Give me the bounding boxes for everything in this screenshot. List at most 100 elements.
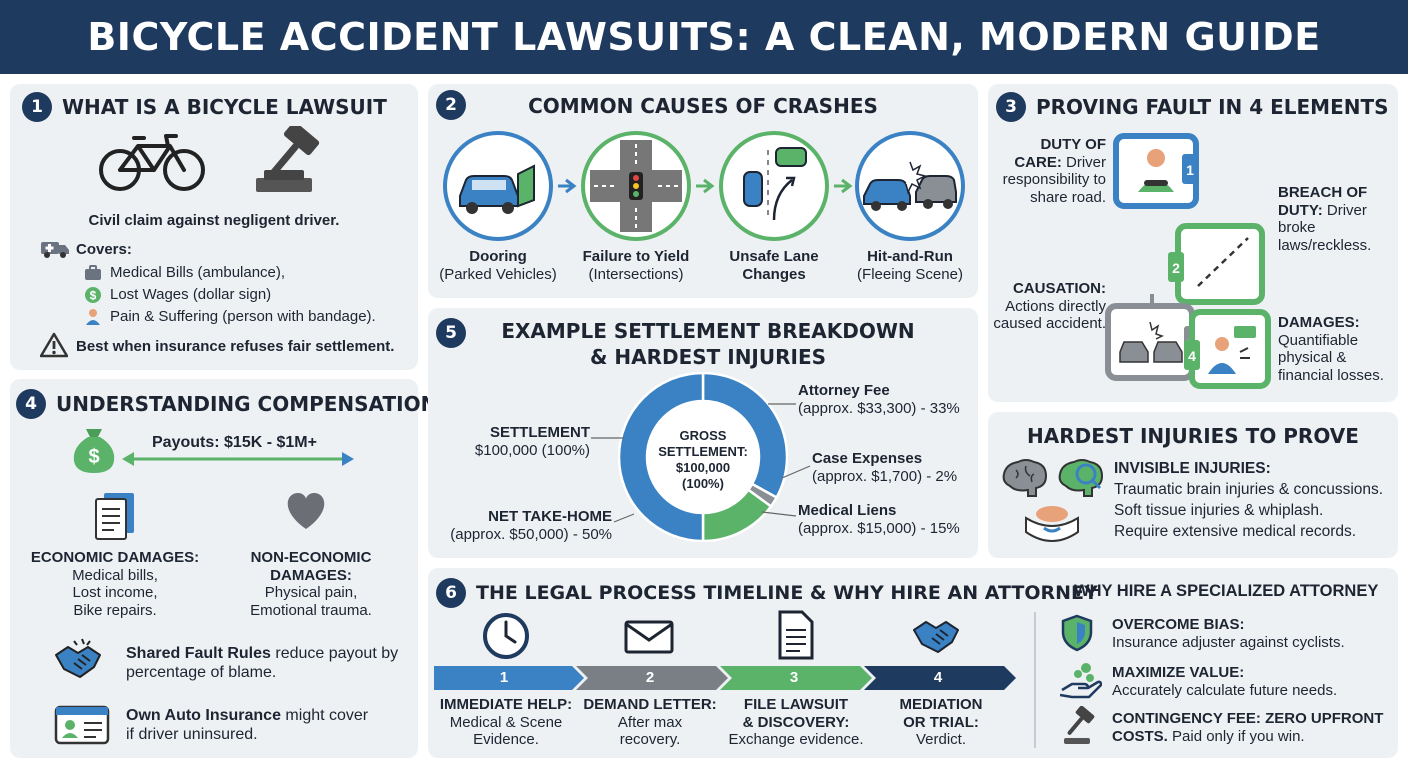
timeline-step-3: 3 — [789, 669, 799, 686]
payouts-range: Payouts: $15K - $1M+ — [152, 434, 317, 451]
page-title: BICYCLE ACCIDENT LAWSUITS: A CLEAN, MODE… — [87, 15, 1321, 59]
briefcase-icon — [84, 265, 102, 281]
why-body: Accurately calculate future needs. — [1112, 681, 1338, 699]
panel-5-header: 5 — [436, 318, 466, 348]
panel-hardest-injuries: HARDEST INJURIES TO PROVE INVISIBLE INJU… — [988, 412, 1398, 558]
noneconomic-head: NON-ECONOMIC — [250, 549, 372, 566]
economic-head: ECONOMIC DAMAGES: — [30, 549, 200, 566]
timeline-bar — [434, 666, 1016, 690]
element-body: Driver broke laws/reckless. — [1278, 201, 1372, 255]
panel-legal-process: 6 THE LEGAL PROCESS TIMELINE & WHY HIRE … — [428, 568, 1398, 758]
cause-sub: (Parked Vehicles) — [439, 265, 557, 283]
non-economic-damages: NON-ECONOMIC DAMAGES: Physical pain, Emo… — [216, 549, 406, 620]
warning-text: Best when insurance refuses fair settlem… — [76, 338, 395, 355]
label-head: SETTLEMENT — [490, 424, 590, 441]
step-body: Evidence. — [473, 731, 539, 749]
noneconomic-line: Physical pain, — [264, 584, 358, 602]
shared-fault-rest: reduce payout by percentage of blame. — [126, 645, 399, 681]
step-head: IMMEDIATE HELP: — [439, 696, 573, 713]
svg-text:$: $ — [90, 289, 97, 303]
hand-coins-icon — [1060, 660, 1102, 700]
brain-icon — [1000, 456, 1048, 498]
fault-chain-diagram: 1 2 3 — [1105, 133, 1265, 381]
car-door-icon — [443, 131, 553, 241]
label-head: NET TAKE-HOME — [488, 508, 612, 525]
element-body: Driver responsibility to share road. — [1002, 153, 1106, 207]
list-item: Medical Bills (ambulance), — [84, 262, 376, 284]
gavel-icon — [250, 126, 342, 198]
element-body: Quantifiable physical & financial losses… — [1278, 331, 1384, 385]
element-breach: BREACH OF DUTY: Driver broke laws/reckle… — [1278, 184, 1394, 255]
why-head: CONTINGENCY FEE: ZERO UPFRONT — [1112, 710, 1384, 727]
cause-name: Unsafe Lane — [729, 248, 819, 265]
cause-name: Hit-and-Run — [867, 248, 953, 265]
center-line: (100%) — [682, 476, 724, 491]
money-bag-icon: $ — [72, 423, 116, 475]
panel-3-title: PROVING FAULT IN 4 ELEMENTS — [1036, 95, 1389, 119]
why-hire-title: WHY HIRE A SPECIALIZED ATTORNEY — [1074, 582, 1379, 600]
cause-arrow — [556, 178, 578, 194]
panel-4-title: UNDERSTANDING COMPENSATION — [56, 392, 438, 416]
element-causation: CAUSATION: Actions directly caused accid… — [990, 280, 1106, 333]
cause-sub: (Fleeing Scene) — [857, 265, 963, 283]
shared-fault-text: Shared Fault Rules reduce payout by perc… — [126, 645, 406, 683]
step-head: MEDIATION — [899, 696, 983, 713]
step-body: After max — [617, 713, 683, 731]
noneconomic-head: DAMAGES: — [270, 566, 352, 584]
donut-hole — [648, 402, 758, 512]
label-settlement: SETTLEMENT $100,000 (100%) — [438, 424, 590, 459]
brain-scan-icon — [1056, 456, 1104, 498]
step-number: 4 — [16, 389, 46, 419]
svg-text:1: 1 — [1186, 162, 1194, 178]
list-item: $ Lost Wages (dollar sign) — [84, 284, 376, 306]
car-crash-icon — [855, 131, 965, 241]
step-number: 1 — [22, 92, 52, 122]
timeline-step-1: 1 — [499, 669, 509, 686]
timeline-step-4: 4 — [933, 669, 943, 686]
cause-lane — [718, 130, 830, 242]
panel-4-header: 4 UNDERSTANDING COMPENSATION — [16, 389, 437, 419]
step-body: Exchange evidence. — [728, 731, 864, 749]
step-body: Medical & Scene — [449, 713, 563, 731]
cause-hitrun-label: Hit-and-Run (Fleeing Scene) — [840, 248, 980, 283]
step-3-text: FILE LAWSUIT & DISCOVERY: Exchange evide… — [720, 696, 872, 749]
range-arrow — [122, 451, 354, 467]
donut-slice-net-take-home — [618, 372, 705, 542]
claim-text: Civil claim against negligent driver. — [88, 212, 340, 229]
element-body: Actions directly caused accident. — [993, 297, 1106, 333]
why-body: Paid only if you win. — [1167, 727, 1305, 745]
panel-6-title: THE LEGAL PROCESS TIMELINE & WHY HIRE AN… — [476, 582, 1098, 604]
lane-change-icon — [719, 131, 829, 241]
hardest-title: HARDEST INJURIES TO PROVE — [1027, 424, 1359, 448]
economic-line: Medical bills, — [72, 566, 158, 584]
handshake-icon — [54, 637, 112, 681]
dollar-coin-icon: $ — [84, 286, 102, 304]
covers-item-text: Lost Wages (dollar sign) — [110, 286, 272, 304]
label-head: Case Expenses — [812, 450, 923, 467]
cause-hitrun — [854, 130, 966, 242]
cause-arrow — [694, 178, 716, 194]
invisible-injuries: INVISIBLE INJURIES: Traumatic brain inju… — [1114, 458, 1383, 542]
cause-lane-label: Unsafe Lane Changes — [704, 248, 844, 283]
step-head: FILE LAWSUIT — [743, 696, 849, 713]
cause-arrow — [832, 178, 854, 194]
element-head: BREACH OF DUTY: — [1278, 184, 1368, 219]
divider — [1034, 612, 1036, 748]
label-body: (approx. $50,000) - 50% — [450, 525, 612, 543]
panel-5-title-line: EXAMPLE SETTLEMENT BREAKDOWN — [501, 319, 915, 343]
shared-fault-bold: Shared Fault Rules — [126, 645, 271, 662]
label-body: (approx. $1,700) - 2% — [812, 467, 958, 485]
shield-icon — [1060, 614, 1094, 652]
step-head: OR TRIAL: — [903, 713, 979, 731]
panel-1-header: 1 WHAT IS A BICYCLE LAWSUIT — [22, 92, 387, 122]
injuries-line: Traumatic brain injuries & concussions. — [1114, 481, 1384, 498]
panel-causes: 2 COMMON CAUSES OF CRASHES — [428, 84, 978, 298]
covers-label: Covers: — [76, 241, 132, 258]
clock-icon — [482, 612, 530, 660]
settlement-donut-chart — [618, 372, 788, 542]
why-value: MAXIMIZE VALUE: Accurately calculate fut… — [1112, 664, 1337, 699]
covers-item-text: Medical Bills (ambulance), — [110, 264, 286, 282]
injuries-line: Require extensive medical records. — [1114, 523, 1357, 540]
step-head: DEMAND LETTER: — [583, 696, 717, 713]
traffic-light-icon — [581, 131, 691, 241]
